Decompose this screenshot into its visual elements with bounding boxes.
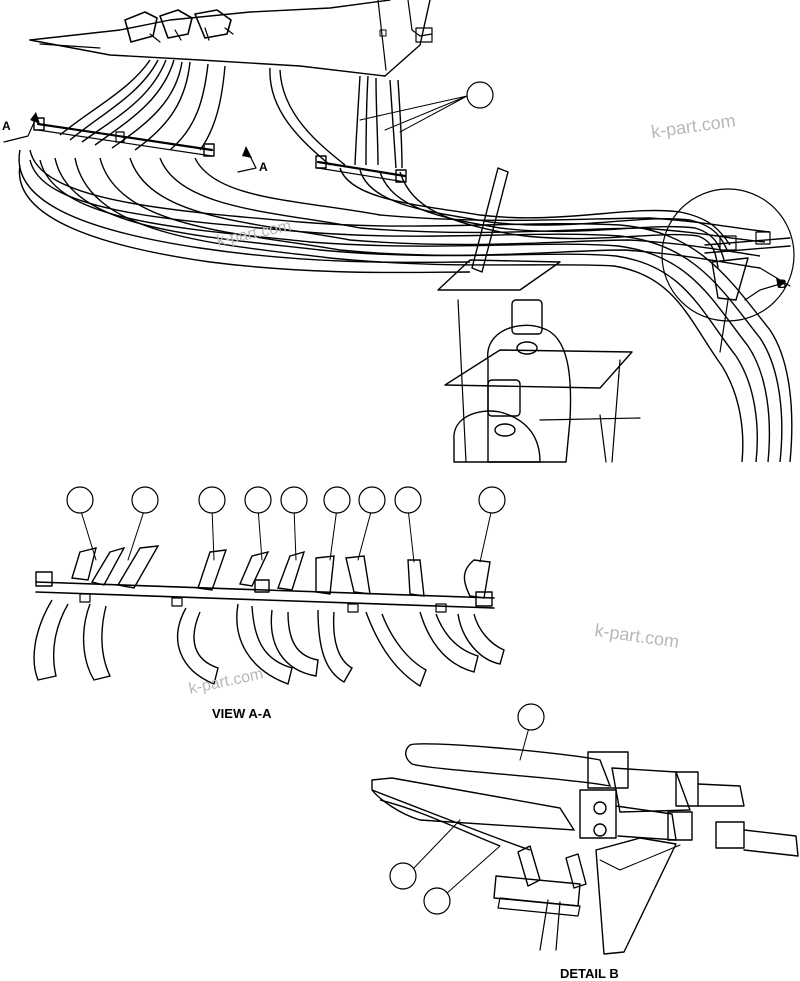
hose-bundle-upper — [59, 59, 403, 169]
section-arrow-b — [744, 278, 786, 301]
watermark-right: k-part.com — [593, 620, 680, 652]
section-arrow-a-right — [237, 146, 257, 173]
section-arrow-a-left — [3, 112, 40, 143]
mounting-bracket — [437, 259, 641, 463]
watermark-left: k-part.com — [187, 666, 264, 698]
section-label-a-left: A — [2, 119, 11, 133]
clamp-bar-middle — [315, 155, 407, 183]
watermark-top-right: k-part.com — [650, 110, 737, 142]
section-label-b: B — [778, 277, 787, 291]
hose-bundle-main — [18, 149, 793, 463]
accumulator-lower — [453, 379, 541, 463]
view-aa-caption: VIEW A-A — [212, 706, 272, 721]
detail-b-callouts — [389, 703, 681, 915]
callout-main — [359, 81, 494, 133]
view-aa-hoses — [33, 545, 505, 688]
valve-housing — [29, 0, 433, 77]
detail-b: DETAIL B — [371, 703, 799, 981]
accumulator-upper — [487, 299, 572, 463]
hose-strap — [471, 167, 509, 273]
main-assembly-view: A A B — [2, 0, 795, 463]
section-label-a-right: A — [259, 160, 268, 174]
view-a-a: VIEW A-A — [33, 486, 506, 721]
detail-b-marker — [661, 188, 795, 353]
view-aa-callouts — [66, 486, 506, 563]
detail-b-caption: DETAIL B — [560, 966, 619, 981]
clamp-bar-a — [33, 117, 215, 157]
